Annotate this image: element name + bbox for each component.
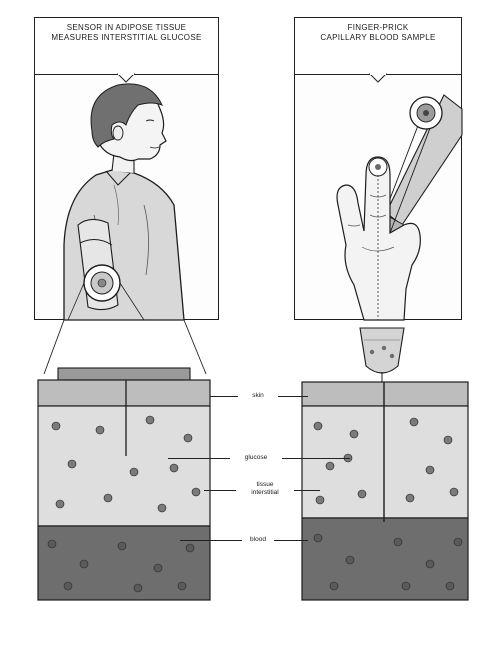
- left-panel-callout: sensor in adipose tissue measures inters…: [34, 17, 219, 75]
- finger-prick-illustration: [294, 75, 462, 320]
- blood-leader-left: [180, 540, 242, 541]
- interstitial-leader-right: [290, 490, 320, 491]
- skin-leader-left: [210, 396, 238, 397]
- interstitial-leader-left: [204, 490, 238, 491]
- blood-layer-label: blood: [242, 536, 274, 544]
- skin-layer-label: skin: [238, 392, 278, 400]
- right-panel-title: finger-prick capillary blood sample: [295, 23, 461, 43]
- right-glucose-molecules: [302, 382, 468, 600]
- glucose-label: glucose: [230, 454, 282, 462]
- skin-leader-right: [276, 396, 308, 397]
- blood-drop-tube: [352, 322, 412, 382]
- right-panel-callout: finger-prick capillary blood sample: [294, 17, 462, 75]
- left-glucose-molecules: [38, 368, 210, 600]
- glucose-leader-left: [168, 458, 230, 459]
- glucose-leader-right: [280, 458, 350, 459]
- person-illustration: [34, 75, 219, 320]
- blood-leader-right: [270, 540, 308, 541]
- interstitial-fluid-label: tissue interstitial: [236, 481, 294, 496]
- left-panel-title: sensor in adipose tissue measures inters…: [35, 23, 218, 43]
